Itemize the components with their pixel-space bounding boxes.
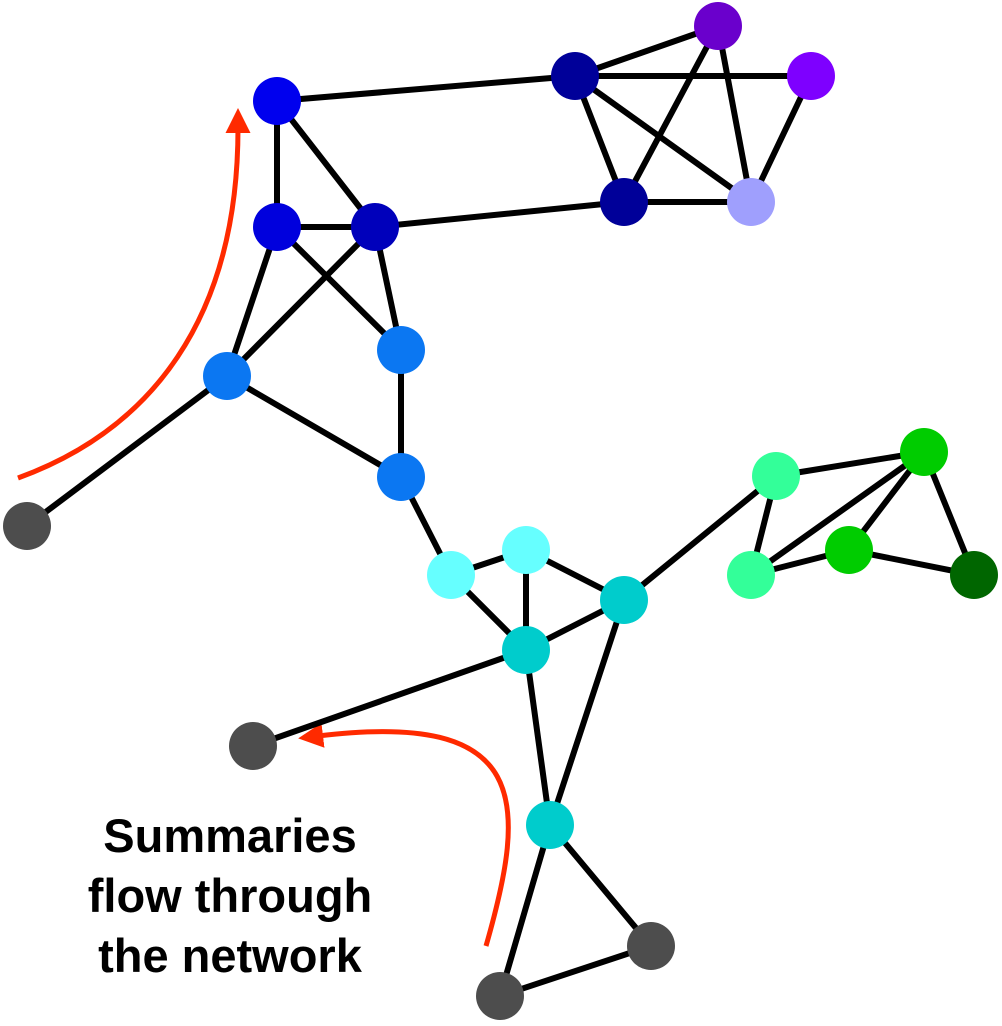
node-n2 [253, 203, 301, 251]
flow-arrow-upper [17, 108, 251, 481]
edge-n17-n20 [497, 822, 553, 999]
caption-line-2: flow through [87, 869, 373, 922]
edge-n22-n23 [748, 449, 927, 578]
node-n16 [600, 576, 648, 624]
edge-n1-n7 [274, 73, 578, 104]
node-n4 [203, 352, 251, 400]
node-n25 [950, 551, 998, 599]
edge-n3-n10 [372, 199, 627, 230]
node-n12 [3, 502, 51, 550]
edge-n16-n21 [621, 473, 779, 603]
node-n6 [377, 453, 425, 501]
edge-n19-n20 [497, 943, 654, 999]
caption-line-1: Summaries [103, 809, 357, 862]
node-n5 [377, 326, 425, 374]
node-n8 [694, 2, 742, 50]
edge-n7-n11 [572, 73, 754, 205]
edge-n17-n19 [547, 822, 654, 949]
node-n7 [551, 52, 599, 100]
caption: Summaries flow through the network [30, 806, 430, 986]
node-n22 [727, 551, 775, 599]
node-n14 [502, 526, 550, 574]
edge-n4-n6 [224, 373, 404, 480]
edge-n2-n5 [274, 224, 404, 353]
node-n9 [787, 52, 835, 100]
node-n20 [476, 972, 524, 1020]
edge-n3-n4 [224, 224, 378, 379]
edge-n16-n17 [547, 597, 627, 828]
node-n10 [600, 178, 648, 226]
node-n24 [825, 526, 873, 574]
node-n13 [427, 551, 475, 599]
edge-n7-n8 [572, 23, 721, 79]
edge-n8-n11 [715, 23, 754, 205]
node-n17 [526, 801, 574, 849]
node-group [3, 2, 998, 1020]
node-n19 [627, 922, 675, 970]
node-n21 [752, 452, 800, 500]
caption-line-3: the network [98, 929, 362, 982]
edge-n2-n4 [224, 224, 280, 379]
flow-arrow-lower [298, 722, 511, 947]
node-n1 [253, 77, 301, 125]
edge-n15-n17 [523, 647, 553, 828]
edge-n8-n10 [621, 23, 721, 205]
node-n15 [502, 626, 550, 674]
edge-n21-n23 [773, 449, 927, 479]
edge-n15-n18 [250, 647, 529, 749]
node-n3 [351, 203, 399, 251]
node-n23 [900, 428, 948, 476]
edge-n1-n3 [274, 98, 378, 230]
node-n11 [727, 178, 775, 226]
edge-n4-n12 [24, 373, 230, 529]
node-n18 [229, 722, 277, 770]
